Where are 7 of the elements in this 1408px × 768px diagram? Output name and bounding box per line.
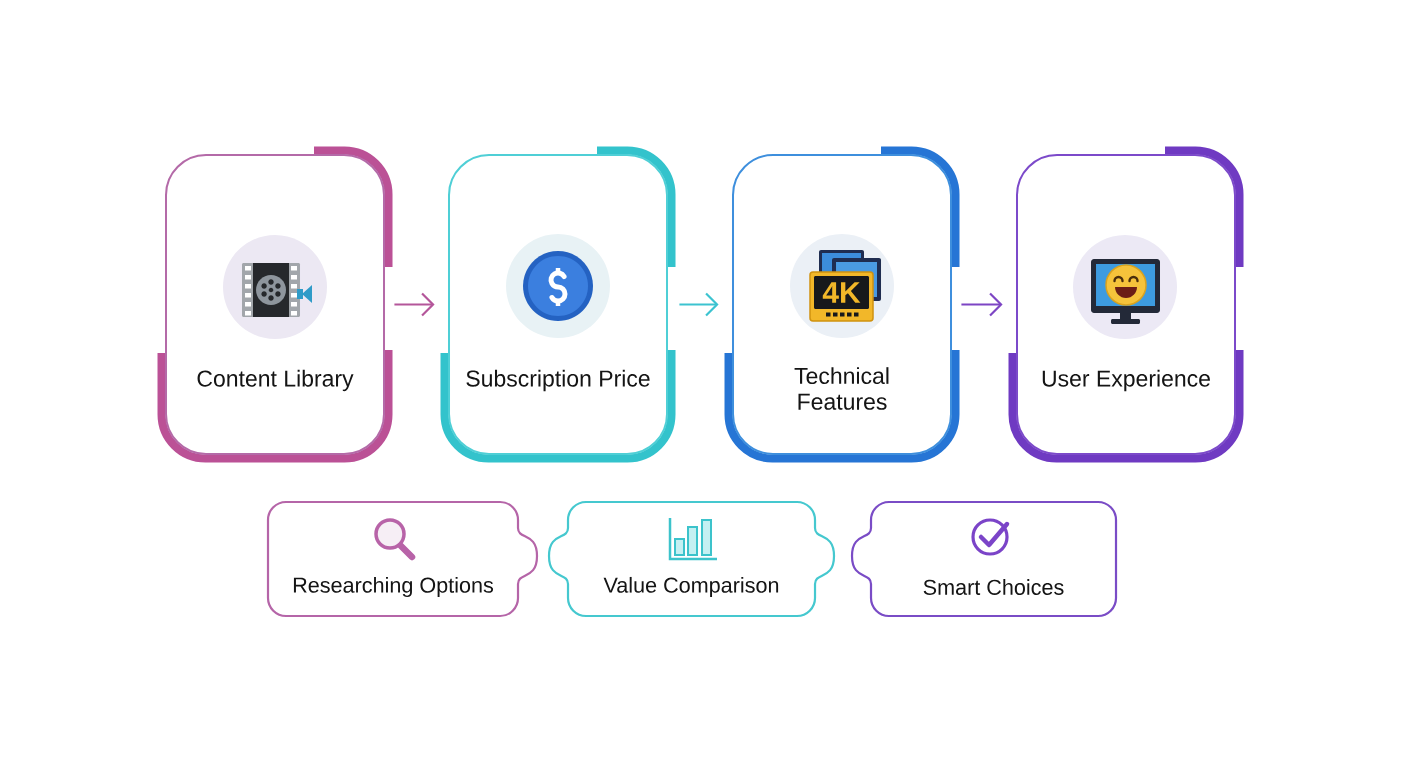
icon-label: 4K [822, 282, 861, 303]
arrow [961, 292, 1003, 317]
rounded-box: Smart Choices [850, 500, 1118, 618]
arrow [679, 292, 719, 317]
rounded-box: Researching Options [266, 500, 539, 618]
rounded-box: Value Comparison [547, 500, 836, 618]
arrow [394, 292, 435, 317]
